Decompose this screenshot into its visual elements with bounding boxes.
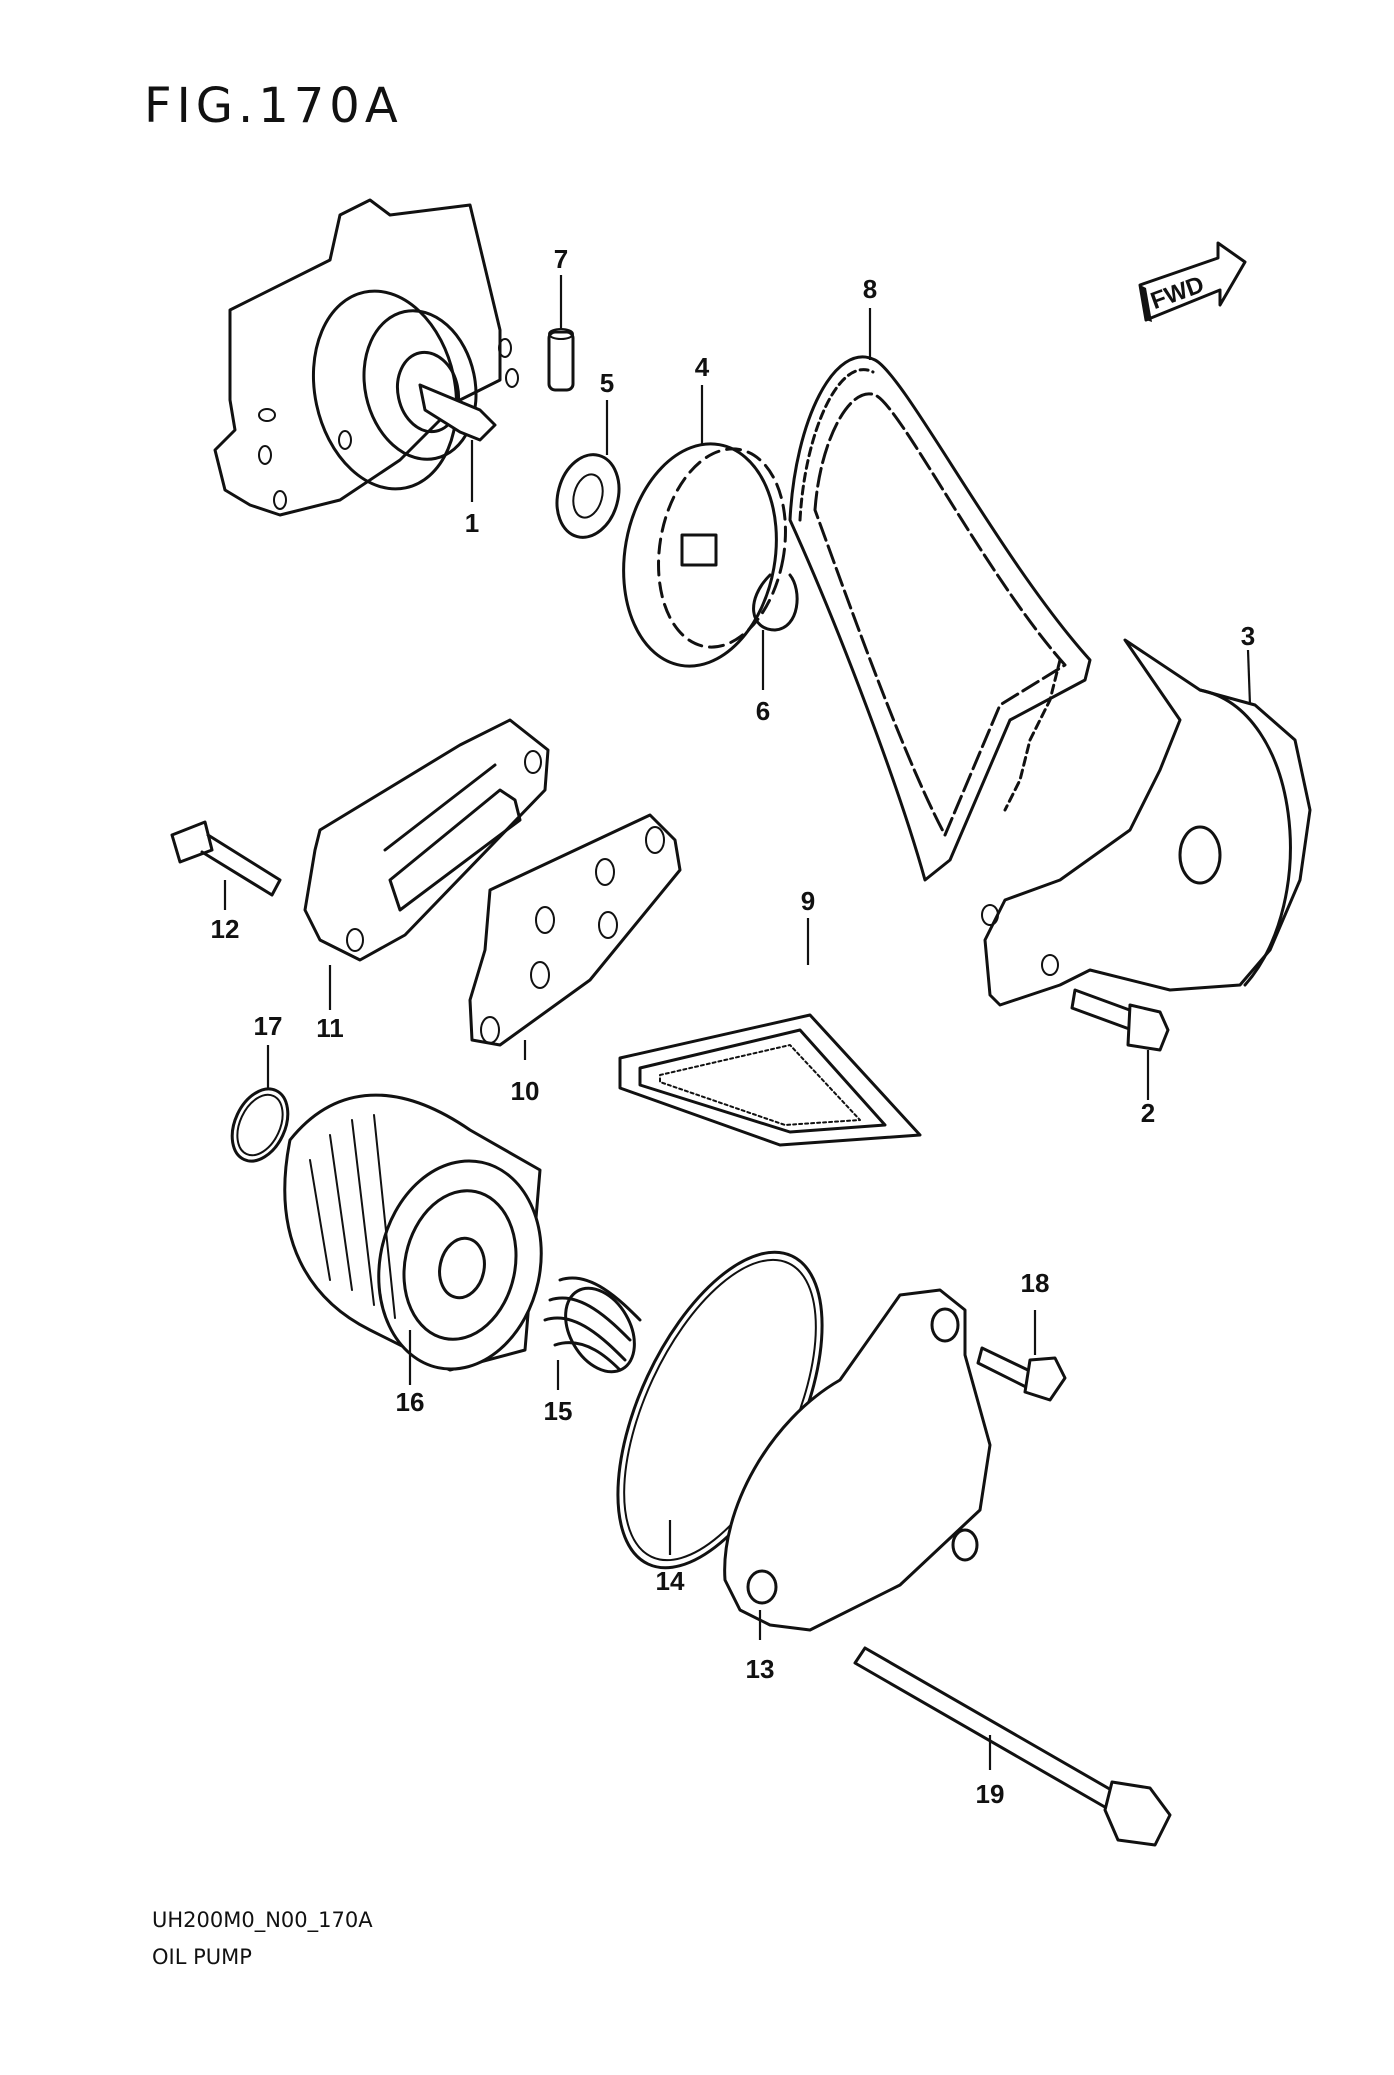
gasket [468,813,682,1047]
callout-19: 19 [976,1779,1005,1809]
oil-pump-body [213,198,519,517]
long-bolt [853,1646,1172,1847]
callout-14: 14 [656,1566,685,1596]
footer-code: UH200M0_N00_170A [152,1908,373,1932]
callout-8: 8 [863,274,877,304]
bolt-12 [170,820,282,897]
filter-cover [723,1288,992,1632]
oil-strainer-screen [618,1013,922,1147]
circlip [752,573,799,632]
oil-filter [283,1093,543,1372]
callout-17: 17 [254,1011,283,1041]
callout-10: 10 [511,1076,540,1106]
drive-chain [788,355,1092,882]
washer [555,453,621,539]
callout-1: 1 [465,508,479,538]
bolt-18 [976,1346,1067,1402]
callout-15: 15 [544,1396,573,1426]
fwd-arrow-icon: FWD [1138,241,1247,322]
callout-18: 18 [1021,1268,1050,1298]
callout-5: 5 [600,368,614,398]
page-title: FIG.170A [144,78,403,134]
callout-7: 7 [554,244,568,274]
callout-3: 3 [1241,621,1255,651]
strainer-cover [303,718,550,962]
chain-guide [981,638,1312,1007]
spring [543,1276,642,1374]
footer-name: OIL PUMP [152,1945,252,1969]
dowel-pin [547,328,575,392]
o-ring-small [230,1087,290,1163]
callout-2: 2 [1141,1098,1155,1128]
callout-12: 12 [211,914,240,944]
callout-13: 13 [746,1654,775,1684]
callout-11: 11 [316,1013,344,1043]
bolt-short [1070,988,1170,1052]
callout-4: 4 [695,352,710,382]
callout-6: 6 [756,696,770,726]
callout-9: 9 [801,886,815,916]
sprocket [622,442,787,668]
callout-16: 16 [396,1387,425,1417]
